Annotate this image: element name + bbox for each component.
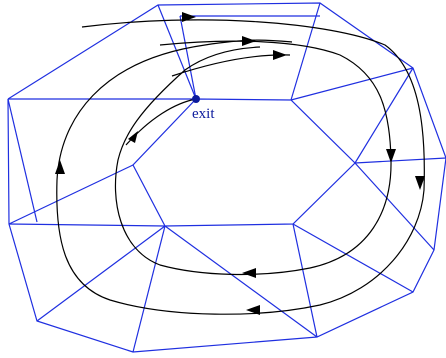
mesh-inner-hexagon <box>132 98 356 227</box>
arrow-right-down-inner <box>386 149 396 163</box>
mesh-triangulation <box>7 2 446 353</box>
mesh-outer-boundary <box>7 2 446 353</box>
arrow-right-down-outer <box>415 176 425 190</box>
arrow-bottom-inner <box>242 268 256 278</box>
trajectory <box>56 19 425 315</box>
trajectory-middle-curve <box>114 40 392 276</box>
arrow-left-up <box>55 160 65 174</box>
arrow-top-right <box>182 12 196 22</box>
exit-point <box>192 95 200 103</box>
arrow-exit-approach <box>128 131 138 143</box>
arrow-bottom-outer <box>246 305 260 315</box>
arrow-top-middle <box>242 36 256 46</box>
arrowheads <box>55 12 425 315</box>
arrow-top-inner <box>273 50 287 60</box>
trajectory-outer-curve <box>56 19 425 315</box>
mesh <box>7 2 446 353</box>
exit-label: exit <box>192 106 215 122</box>
